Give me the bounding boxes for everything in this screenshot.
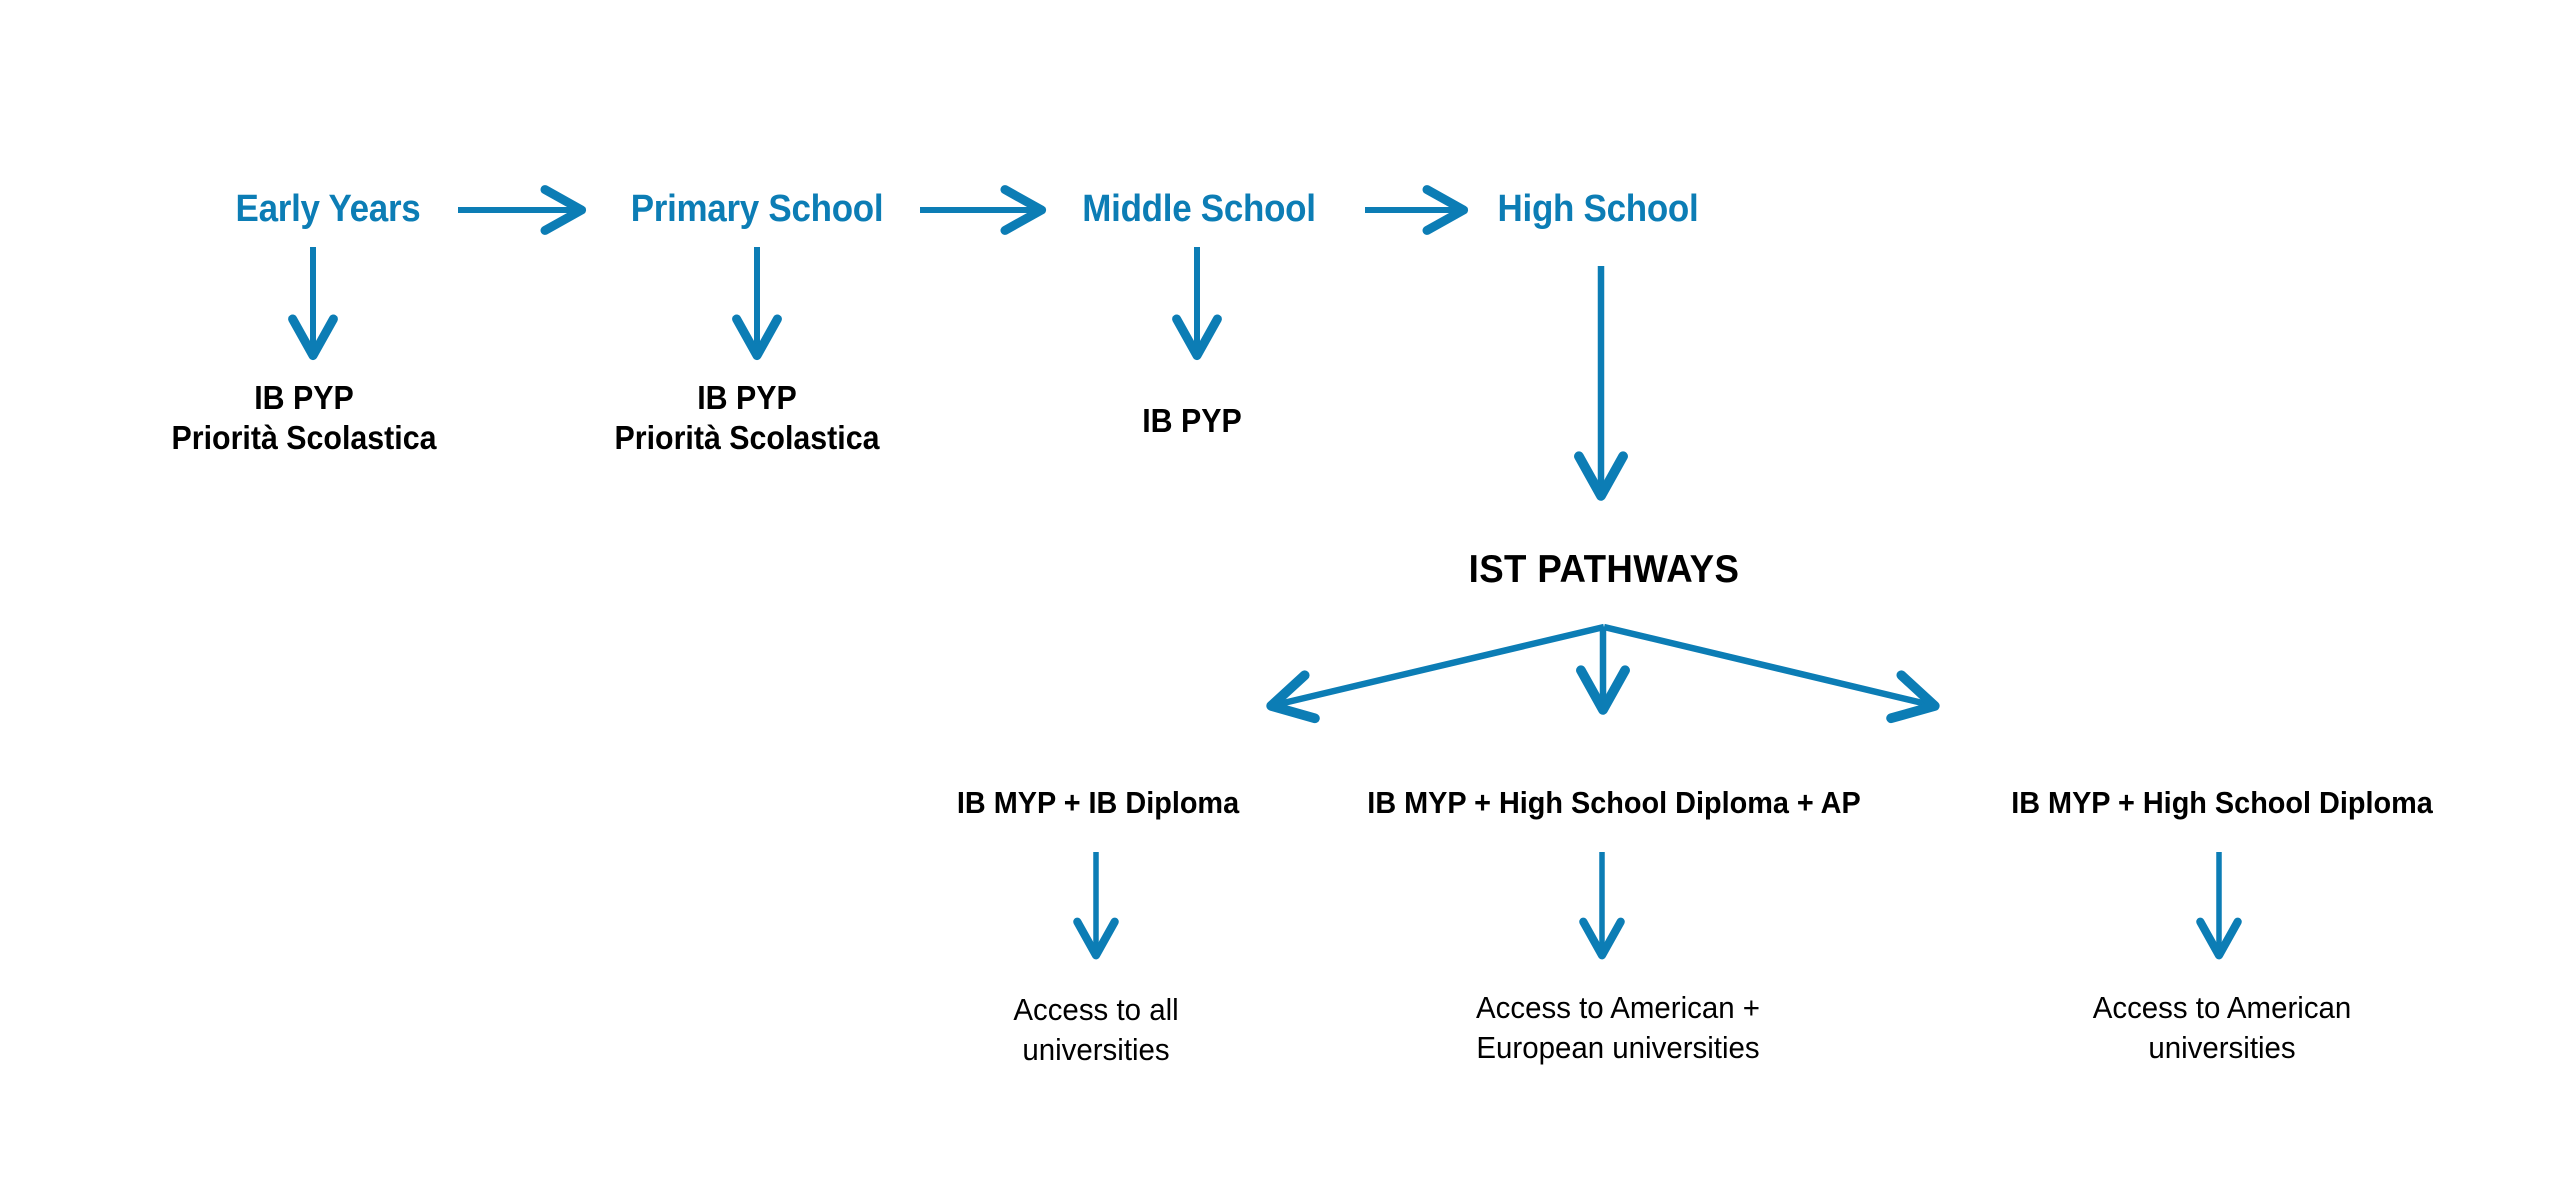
outcome-label-hs-diploma: Access to American universities [2093, 988, 2352, 1067]
outcome-line-1-ib-diploma: Access to all [1013, 992, 1179, 1027]
outcome-label-ib-diploma: Access to all universities [1013, 990, 1178, 1069]
outcome-line-2-ib-diploma: universities [1022, 1031, 1170, 1067]
outcome-line-2-hs-diploma: universities [2148, 1029, 2296, 1065]
stage-label-high-school[interactable]: High School [1497, 188, 1699, 230]
outcome-line-1-hs-diploma-ap: Access to American + [1476, 990, 1760, 1025]
ist-pathways-title: IST PATHWAYS [1468, 548, 1740, 591]
programme-name-primary-school: IB PYP [697, 379, 797, 416]
programme-name-middle-school: IB PYP [1142, 402, 1242, 439]
programme-name-early-years: IB PYP [254, 379, 354, 416]
programme-note-early-years: Priorità Scolastica [171, 419, 437, 457]
programme-note-primary-school: Priorità Scolastica [614, 419, 880, 457]
outcome-line-2-hs-diploma-ap: European universities [1476, 1029, 1760, 1065]
outcome-label-hs-diploma-ap: Access to American + European universiti… [1476, 988, 1760, 1067]
pathway-label-ib-diploma[interactable]: IB MYP + IB Diploma [956, 785, 1240, 820]
programme-label-primary-school: IB PYP Priorità Scolastica [615, 378, 880, 459]
programme-label-early-years: IB PYP Priorità Scolastica [172, 378, 437, 459]
pathway-label-hs-diploma[interactable]: IB MYP + High School Diploma [2011, 785, 2433, 820]
outcome-line-1-hs-diploma: Access to American [2092, 990, 2352, 1025]
pathway-label-hs-diploma-ap[interactable]: IB MYP + High School Diploma + AP [1367, 785, 1861, 820]
stage-label-primary-school[interactable]: Primary School [630, 188, 884, 230]
stage-label-middle-school[interactable]: Middle School [1082, 188, 1316, 230]
stage-label-early-years[interactable]: Early Years [235, 188, 421, 230]
branch-arrow-pathways-right [1603, 623, 1940, 724]
branch-arrow-pathways-left [1266, 623, 1605, 724]
programme-label-middle-school: IB PYP [1142, 401, 1242, 441]
